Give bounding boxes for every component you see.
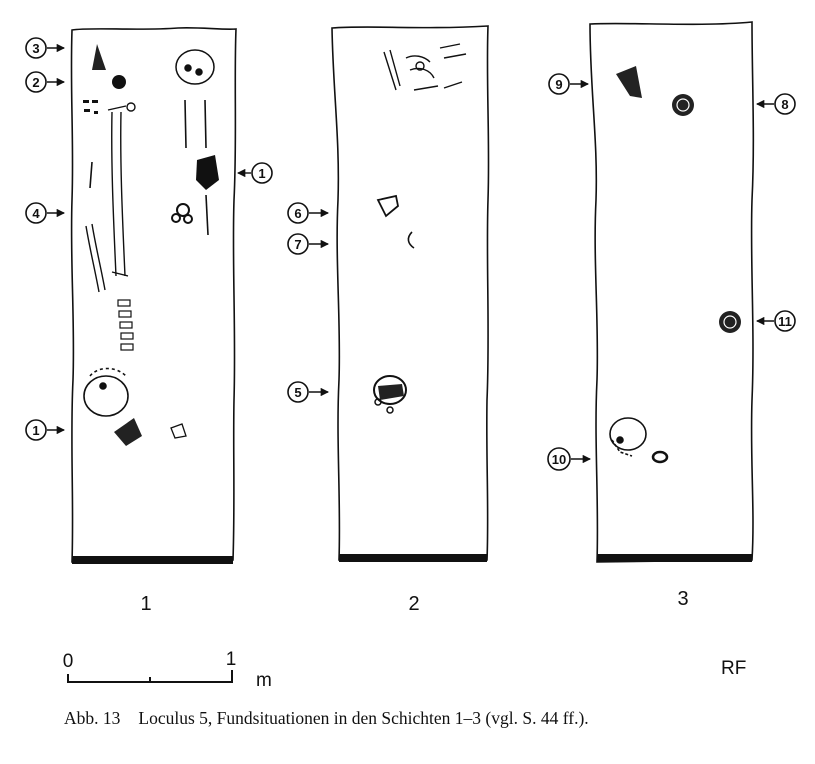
ring-icon — [651, 450, 669, 464]
callout-number: 5 — [294, 385, 301, 400]
callout-number: 6 — [294, 206, 301, 221]
panel-2-outline — [331, 25, 490, 561]
callout-2: 2 — [25, 71, 66, 93]
callout-5: 5 — [287, 381, 330, 403]
coin-icon-2 — [719, 311, 741, 333]
panel-2-floor-bar — [339, 554, 487, 562]
panel-3-label: 3 — [677, 588, 688, 610]
fibula-icon — [85, 223, 106, 293]
callout-1-left: 1 — [25, 419, 66, 441]
panel-1 — [70, 26, 237, 564]
bone-fragments-icon — [383, 43, 467, 91]
cup-icon — [114, 418, 142, 446]
callout-10: 10 — [547, 447, 592, 471]
caption-text: Loculus 5, Fundsituationen in den Schich… — [138, 708, 589, 728]
callout-6: 6 — [287, 202, 330, 224]
long-bone-icon — [107, 102, 136, 277]
vertebrae-icon — [117, 299, 134, 351]
callout-number: 10 — [552, 452, 566, 467]
panel-3-floor-bar — [597, 554, 752, 562]
callout-number: 4 — [32, 206, 40, 221]
scale-end-label: 1 — [226, 649, 237, 670]
teeth-fragments-icon — [83, 100, 98, 114]
fragment-icon — [170, 423, 187, 439]
callout-11: 11 — [755, 310, 796, 332]
scale-bar: 0 1 m — [63, 649, 272, 691]
cranium-icon — [83, 367, 129, 417]
callout-3: 3 — [25, 37, 66, 59]
scale-unit-label: m — [256, 670, 272, 691]
callout-number: 1 — [32, 423, 39, 438]
callout-number: 11 — [778, 314, 792, 329]
panel-1-label: 1 — [140, 593, 151, 615]
panel-3 — [589, 21, 755, 563]
callout-4: 4 — [25, 202, 66, 224]
rib-bones-icon — [89, 99, 209, 236]
vessel-icon — [373, 375, 407, 414]
callout-number: 7 — [294, 237, 301, 252]
callout-number: 1 — [258, 166, 265, 181]
panel-1-floor-bar — [72, 556, 233, 564]
scale-start-label: 0 — [63, 651, 74, 672]
bead-icon — [112, 75, 126, 89]
skull-icon — [175, 49, 215, 85]
ring-fragment-icon — [407, 231, 415, 249]
cone-vessel-icon — [616, 66, 642, 98]
panel-3-outline — [589, 21, 755, 563]
author-initials: RF — [721, 658, 747, 679]
jar-icon — [196, 155, 219, 190]
coin-icon — [672, 94, 694, 116]
callout-number: 2 — [32, 75, 39, 90]
pottery-shard-icon — [92, 44, 106, 70]
callout-9: 9 — [548, 73, 590, 95]
callout-number: 3 — [32, 41, 39, 56]
figure-caption: Abb. 13 Loculus 5, Fundsituationen in den… — [64, 708, 804, 729]
callout-7: 7 — [287, 233, 330, 255]
callout-8: 8 — [755, 93, 796, 115]
panel-1-outline — [70, 26, 237, 563]
callout-number: 8 — [781, 97, 788, 112]
callout-1-right: 1 — [236, 162, 273, 184]
skull-icon-3 — [609, 417, 647, 457]
ring-cluster-icon — [171, 203, 193, 224]
callout-number: 9 — [555, 77, 562, 92]
cone-lamp-icon — [376, 194, 399, 218]
panel-2-label: 2 — [408, 593, 419, 615]
figure-number: Abb. 13 — [64, 708, 121, 728]
panel-2 — [331, 25, 490, 562]
